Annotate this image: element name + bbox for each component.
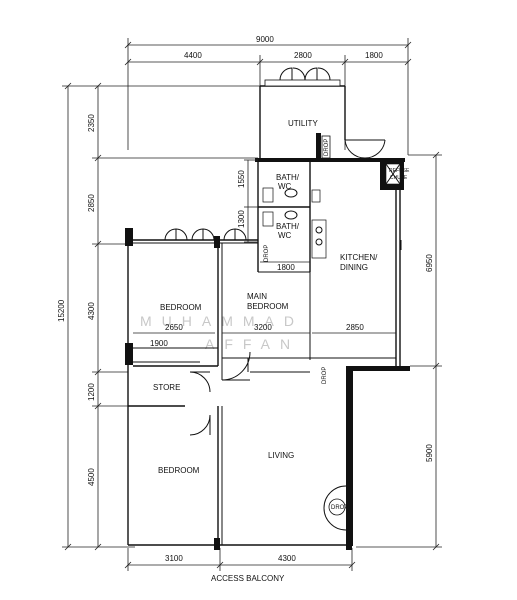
dim-bedroom-width: 2650 <box>165 323 183 332</box>
dim-bath-upper: 1550 <box>237 170 246 188</box>
bathrooms <box>244 159 327 273</box>
dim-right-seg-1: 6950 <box>425 254 434 272</box>
dim-bottom-seg-1: 3100 <box>165 554 183 563</box>
watermark-line1: MUHAMMAD <box>140 313 304 329</box>
room-main-bedroom-line1: MAIN <box>247 292 267 301</box>
room-bath1-line2: WC <box>278 182 292 191</box>
wall-service-top <box>255 158 405 162</box>
dim-top-total: 9000 <box>256 35 274 44</box>
room-main-bedroom-line2: BEDROOM <box>247 302 289 311</box>
room-living: LIVING <box>268 451 294 460</box>
dim-top-seg-3: 1800 <box>365 51 383 60</box>
dim-bath-lower: 1300 <box>237 210 246 228</box>
drop-label-kitchen: DROP <box>322 367 328 384</box>
wall-right-lower <box>346 366 353 546</box>
room-bedroom-2: BEDROOM <box>158 466 200 475</box>
dim-top-seg-1: 4400 <box>184 51 202 60</box>
bottom-dimensions: 3100 4300 <box>124 548 356 571</box>
access-balcony-label: ACCESS BALCONY <box>211 574 285 583</box>
dim-bath-width: 1800 <box>277 263 295 272</box>
drop-label-entrance: DROP <box>331 505 348 511</box>
room-kitchen-line1: KITCHEN/ <box>340 253 378 262</box>
room-utility: UTILITY <box>288 119 318 128</box>
dim-left-seg-1: 2350 <box>87 114 96 132</box>
room-kitchen-line2: DINING <box>340 263 368 272</box>
refuse-chute-label-2: CHUTE <box>390 175 408 181</box>
room-bath2-line2: WC <box>278 231 292 240</box>
top-dimensions: 9000 4400 2800 1800 <box>124 35 412 155</box>
drop-label-bath: DROP <box>264 245 270 262</box>
drop-label-utility: DROP <box>324 139 330 156</box>
refuse-chute-label-1: REFUSE <box>389 168 410 174</box>
wall-step <box>346 366 410 371</box>
exterior-walls <box>125 85 410 546</box>
dim-top-seg-2: 2800 <box>294 51 312 60</box>
utility-room <box>264 67 386 159</box>
dim-kitchen-width: 2850 <box>346 323 364 332</box>
room-store: STORE <box>153 383 180 392</box>
dim-left-seg-5: 4500 <box>87 468 96 486</box>
doors <box>189 240 402 531</box>
left-dimensions: 15200 2350 2850 4300 1200 4500 <box>57 82 262 551</box>
bedroom-windows <box>133 228 258 248</box>
dim-left-seg-3: 4300 <box>87 302 96 320</box>
right-dimensions: 6950 5900 <box>356 151 442 551</box>
room-bedroom: BEDROOM <box>160 303 202 312</box>
room-bath1-line1: BATH/ <box>276 173 300 182</box>
dim-left-total: 15200 <box>57 299 66 322</box>
internal-walls <box>128 243 396 550</box>
dim-left-seg-4: 1200 <box>87 383 96 401</box>
dim-bottom-seg-2: 4300 <box>278 554 296 563</box>
dim-left-seg-2: 2850 <box>87 194 96 212</box>
watermark-line2: AFFAN <box>205 336 300 352</box>
dim-store-width: 1900 <box>150 339 168 348</box>
wall-column <box>125 228 133 246</box>
wall-column <box>125 343 133 365</box>
dim-main-bedroom-width: 3200 <box>254 323 272 332</box>
room-bath2-line1: BATH/ <box>276 222 300 231</box>
dim-right-seg-2: 5900 <box>425 444 434 462</box>
